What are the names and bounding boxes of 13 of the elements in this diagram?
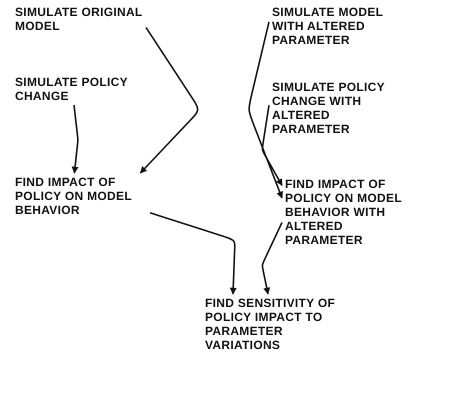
step-text: FIND IMPACT OF POLICY ON MODEL BEHAVIOR WITH ALTERED PARAMETER <box>285 177 417 247</box>
arrow <box>262 105 283 186</box>
step-text: FIND IMPACT OF POLICY ON MODEL BEHAVIOR <box>15 175 147 217</box>
step-text: FIND SENSITIVITY OF POLICY IMPACT TO PARAMETER VARIATIONS <box>205 296 345 352</box>
step-text: SIMULATE MODEL WITH ALTERED PARAMETER <box>272 5 400 47</box>
arrow <box>72 104 79 174</box>
step-text: SIMULATE POLICY CHANGE <box>15 75 133 103</box>
step-text: SIMULATE ORIGINAL MODEL <box>15 5 143 33</box>
arrow <box>150 212 237 295</box>
arrow <box>248 22 283 199</box>
arrow <box>262 222 283 295</box>
step-text: SIMULATE POLICY CHANGE WITH ALTERED PARAMETER <box>272 80 394 136</box>
arrow <box>140 26 198 174</box>
